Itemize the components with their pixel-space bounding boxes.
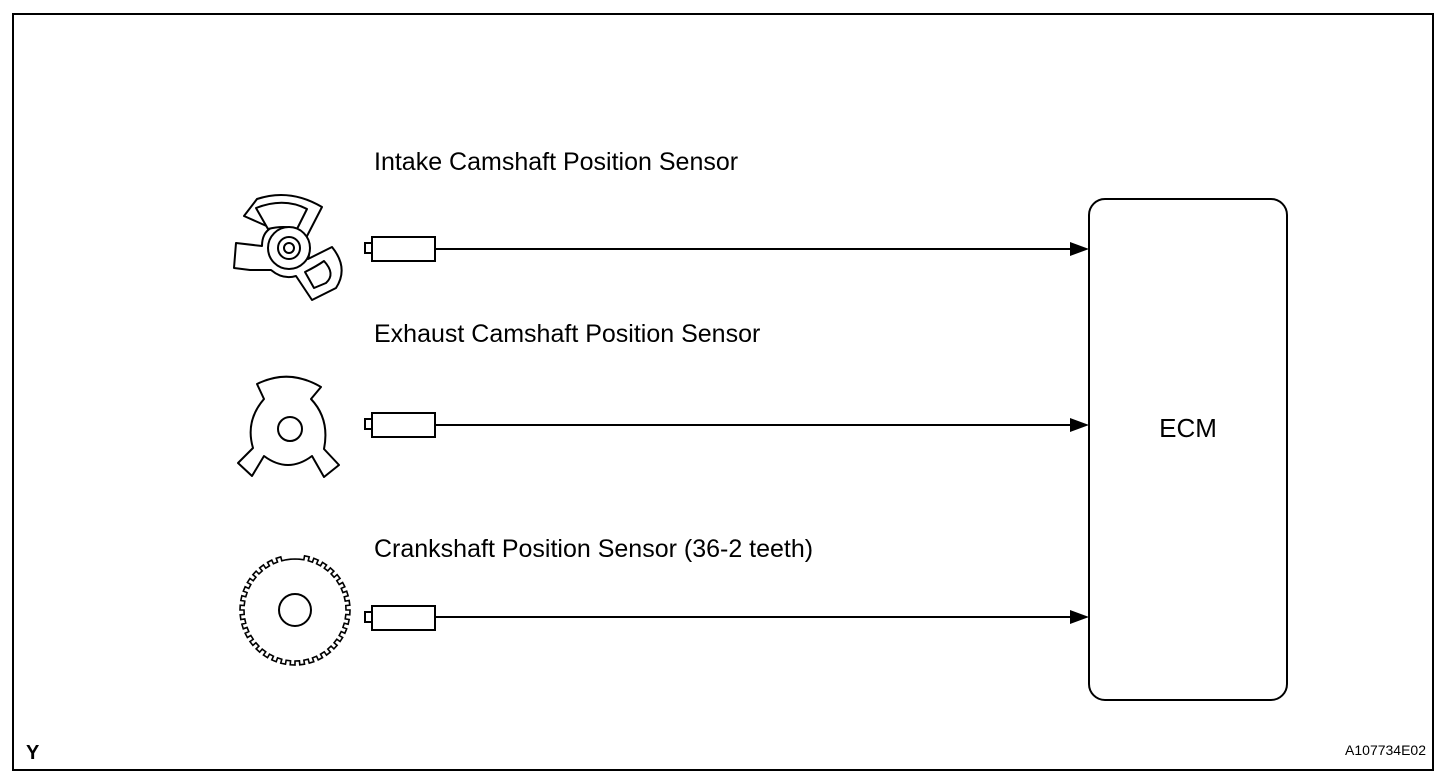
- intake-signal-wire: [435, 242, 1089, 256]
- intake-cam-rotor-icon: [233, 194, 343, 301]
- exhaust-cam-rotor-icon: [237, 375, 340, 478]
- exhaust-signal-wire: [435, 418, 1089, 432]
- corner-mark: Y: [26, 742, 40, 764]
- exhaust-sensor-connector: [364, 412, 436, 438]
- crank-signal-plate-icon: [239, 554, 351, 666]
- crank-signal-wire: [435, 610, 1089, 624]
- intake-sensor-label: Intake Camshaft Position Sensor: [374, 148, 738, 176]
- exhaust-sensor-label: Exhaust Camshaft Position Sensor: [374, 320, 760, 348]
- intake-sensor-connector: [364, 236, 436, 262]
- figure-id: A107734E02: [1345, 742, 1426, 758]
- diagram-frame: [12, 13, 1434, 771]
- crank-sensor-label: Crankshaft Position Sensor (36-2 teeth): [374, 535, 813, 563]
- ecm-label: ECM: [1159, 413, 1217, 443]
- ecm-box: [1088, 198, 1288, 701]
- crank-sensor-connector: [364, 605, 436, 631]
